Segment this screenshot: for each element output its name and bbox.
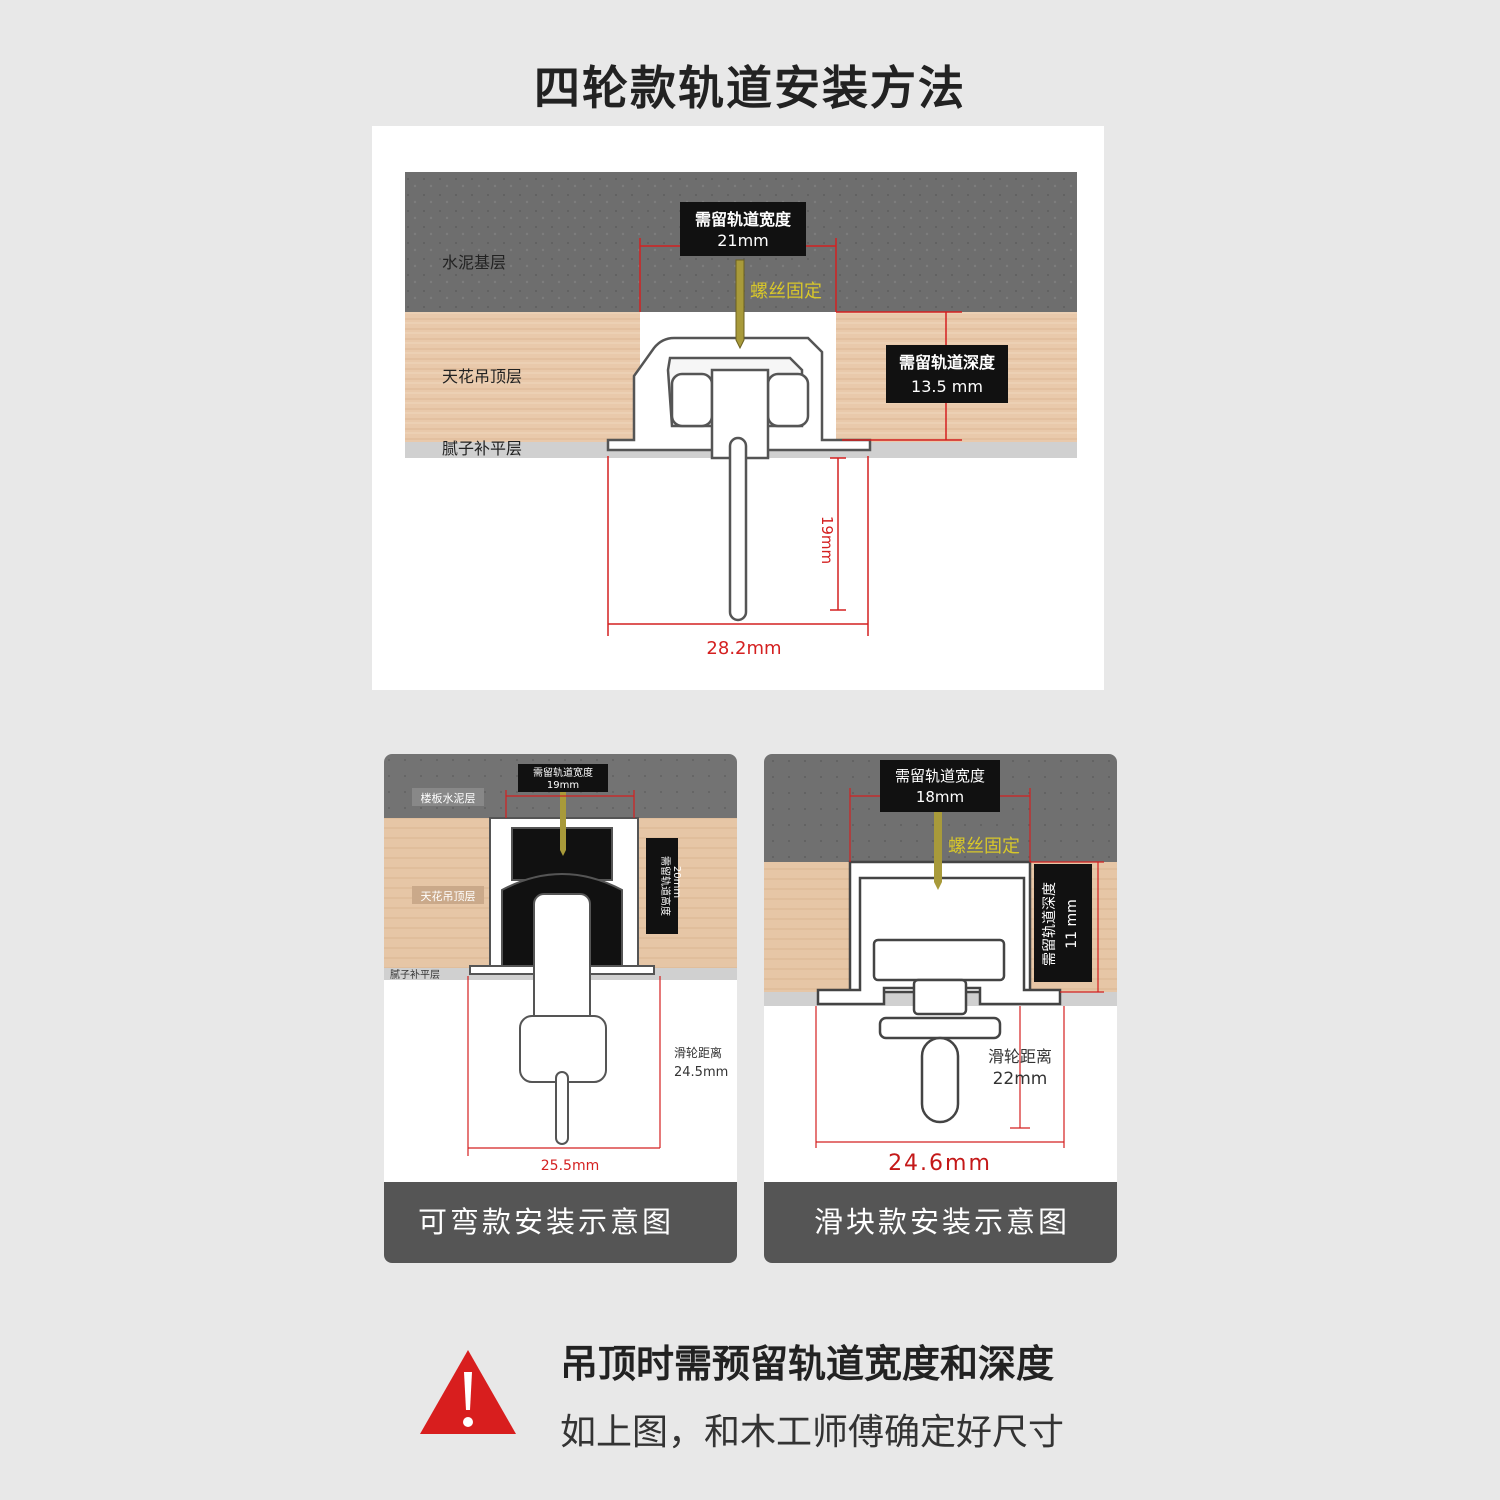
height-value: 20mm [671, 866, 682, 898]
layer-label-ceiling: 天花吊顶层 [421, 890, 476, 903]
width-value: 19mm [547, 780, 579, 791]
screw-label: 螺丝固定 [948, 836, 1020, 857]
warning-triangle-icon [420, 1350, 516, 1434]
layer-label-ceiling: 天花吊顶层 [442, 367, 522, 386]
slider-diagram: 需留轨道宽度 18mm 螺丝固定 需留轨道深度 11 mm 滑轮距离 22mm … [764, 754, 1117, 1263]
bendable-svg: 需留轨道宽度 19mm 需留轨道高度 20mm 楼板水泥层 天花吊顶层 腻子补平… [384, 754, 737, 1174]
screw-icon [934, 810, 942, 890]
screw-icon [560, 784, 566, 856]
bottom-width-value: 28.2mm [706, 638, 781, 659]
slider-track [816, 860, 1062, 1124]
bendable-caption: 可弯款安装示意图 [384, 1182, 737, 1263]
width-label: 需留轨道宽度 [695, 210, 792, 229]
page-title: 四轮款轨道安装方法 [534, 61, 966, 115]
four-wheel-diagram: 需留轨道宽度 21mm 螺丝固定 需留轨道深度 13.5 mm 水泥基层 天花吊… [372, 126, 1104, 690]
pulley-label: 滑轮距离 [988, 1047, 1052, 1066]
pulley-label: 滑轮距离 [674, 1045, 722, 1060]
bendable-diagram: 需留轨道宽度 19mm 需留轨道高度 20mm 楼板水泥层 天花吊顶层 腻子补平… [384, 754, 737, 1263]
notice-line-2: 如上图，和木工师傅确定好尺寸 [560, 1412, 1065, 1453]
track-profile [606, 336, 872, 622]
slider-svg: 需留轨道宽度 18mm 螺丝固定 需留轨道深度 11 mm 滑轮距离 22mm … [764, 754, 1117, 1176]
layer-label-concrete: 水泥基层 [442, 253, 506, 272]
height-label: 需留轨道高度 [659, 856, 672, 916]
pulley-value: 22mm [993, 1069, 1048, 1089]
notice-line-1: 吊顶时需预留轨道宽度和深度 [560, 1342, 1055, 1386]
depth-label: 需留轨道深度 [1042, 882, 1058, 966]
drop-value: 19mm [818, 516, 836, 564]
layer-label-putty: 腻子补平层 [442, 439, 522, 458]
depth-label-box [886, 345, 1008, 403]
slider-caption: 滑块款安装示意图 [764, 1182, 1117, 1263]
depth-label: 需留轨道深度 [899, 353, 996, 372]
depth-value: 11 mm [1064, 899, 1080, 949]
width-value: 21mm [717, 231, 769, 250]
width-value: 18mm [916, 788, 964, 806]
layer-label-concrete: 楼板水泥层 [421, 791, 476, 805]
bendable-track [469, 817, 655, 1145]
width-label-box [680, 202, 806, 256]
screw-icon [735, 259, 745, 350]
depth-value: 13.5 mm [911, 377, 983, 396]
width-label: 需留轨道宽度 [895, 767, 985, 785]
layer-label-putty: 腻子补平层 [390, 968, 440, 981]
four-wheel-svg: 需留轨道宽度 21mm 螺丝固定 需留轨道深度 13.5 mm 水泥基层 天花吊… [405, 172, 1077, 659]
drop-dimension [830, 457, 846, 611]
width-label: 需留轨道宽度 [533, 766, 593, 779]
screw-label: 螺丝固定 [750, 281, 822, 302]
pulley-value: 24.5mm [674, 1065, 728, 1080]
bottom-width-value: 25.5mm [541, 1158, 599, 1174]
bottom-dimension [607, 456, 869, 636]
bottom-width-value: 24.6mm [888, 1151, 992, 1176]
